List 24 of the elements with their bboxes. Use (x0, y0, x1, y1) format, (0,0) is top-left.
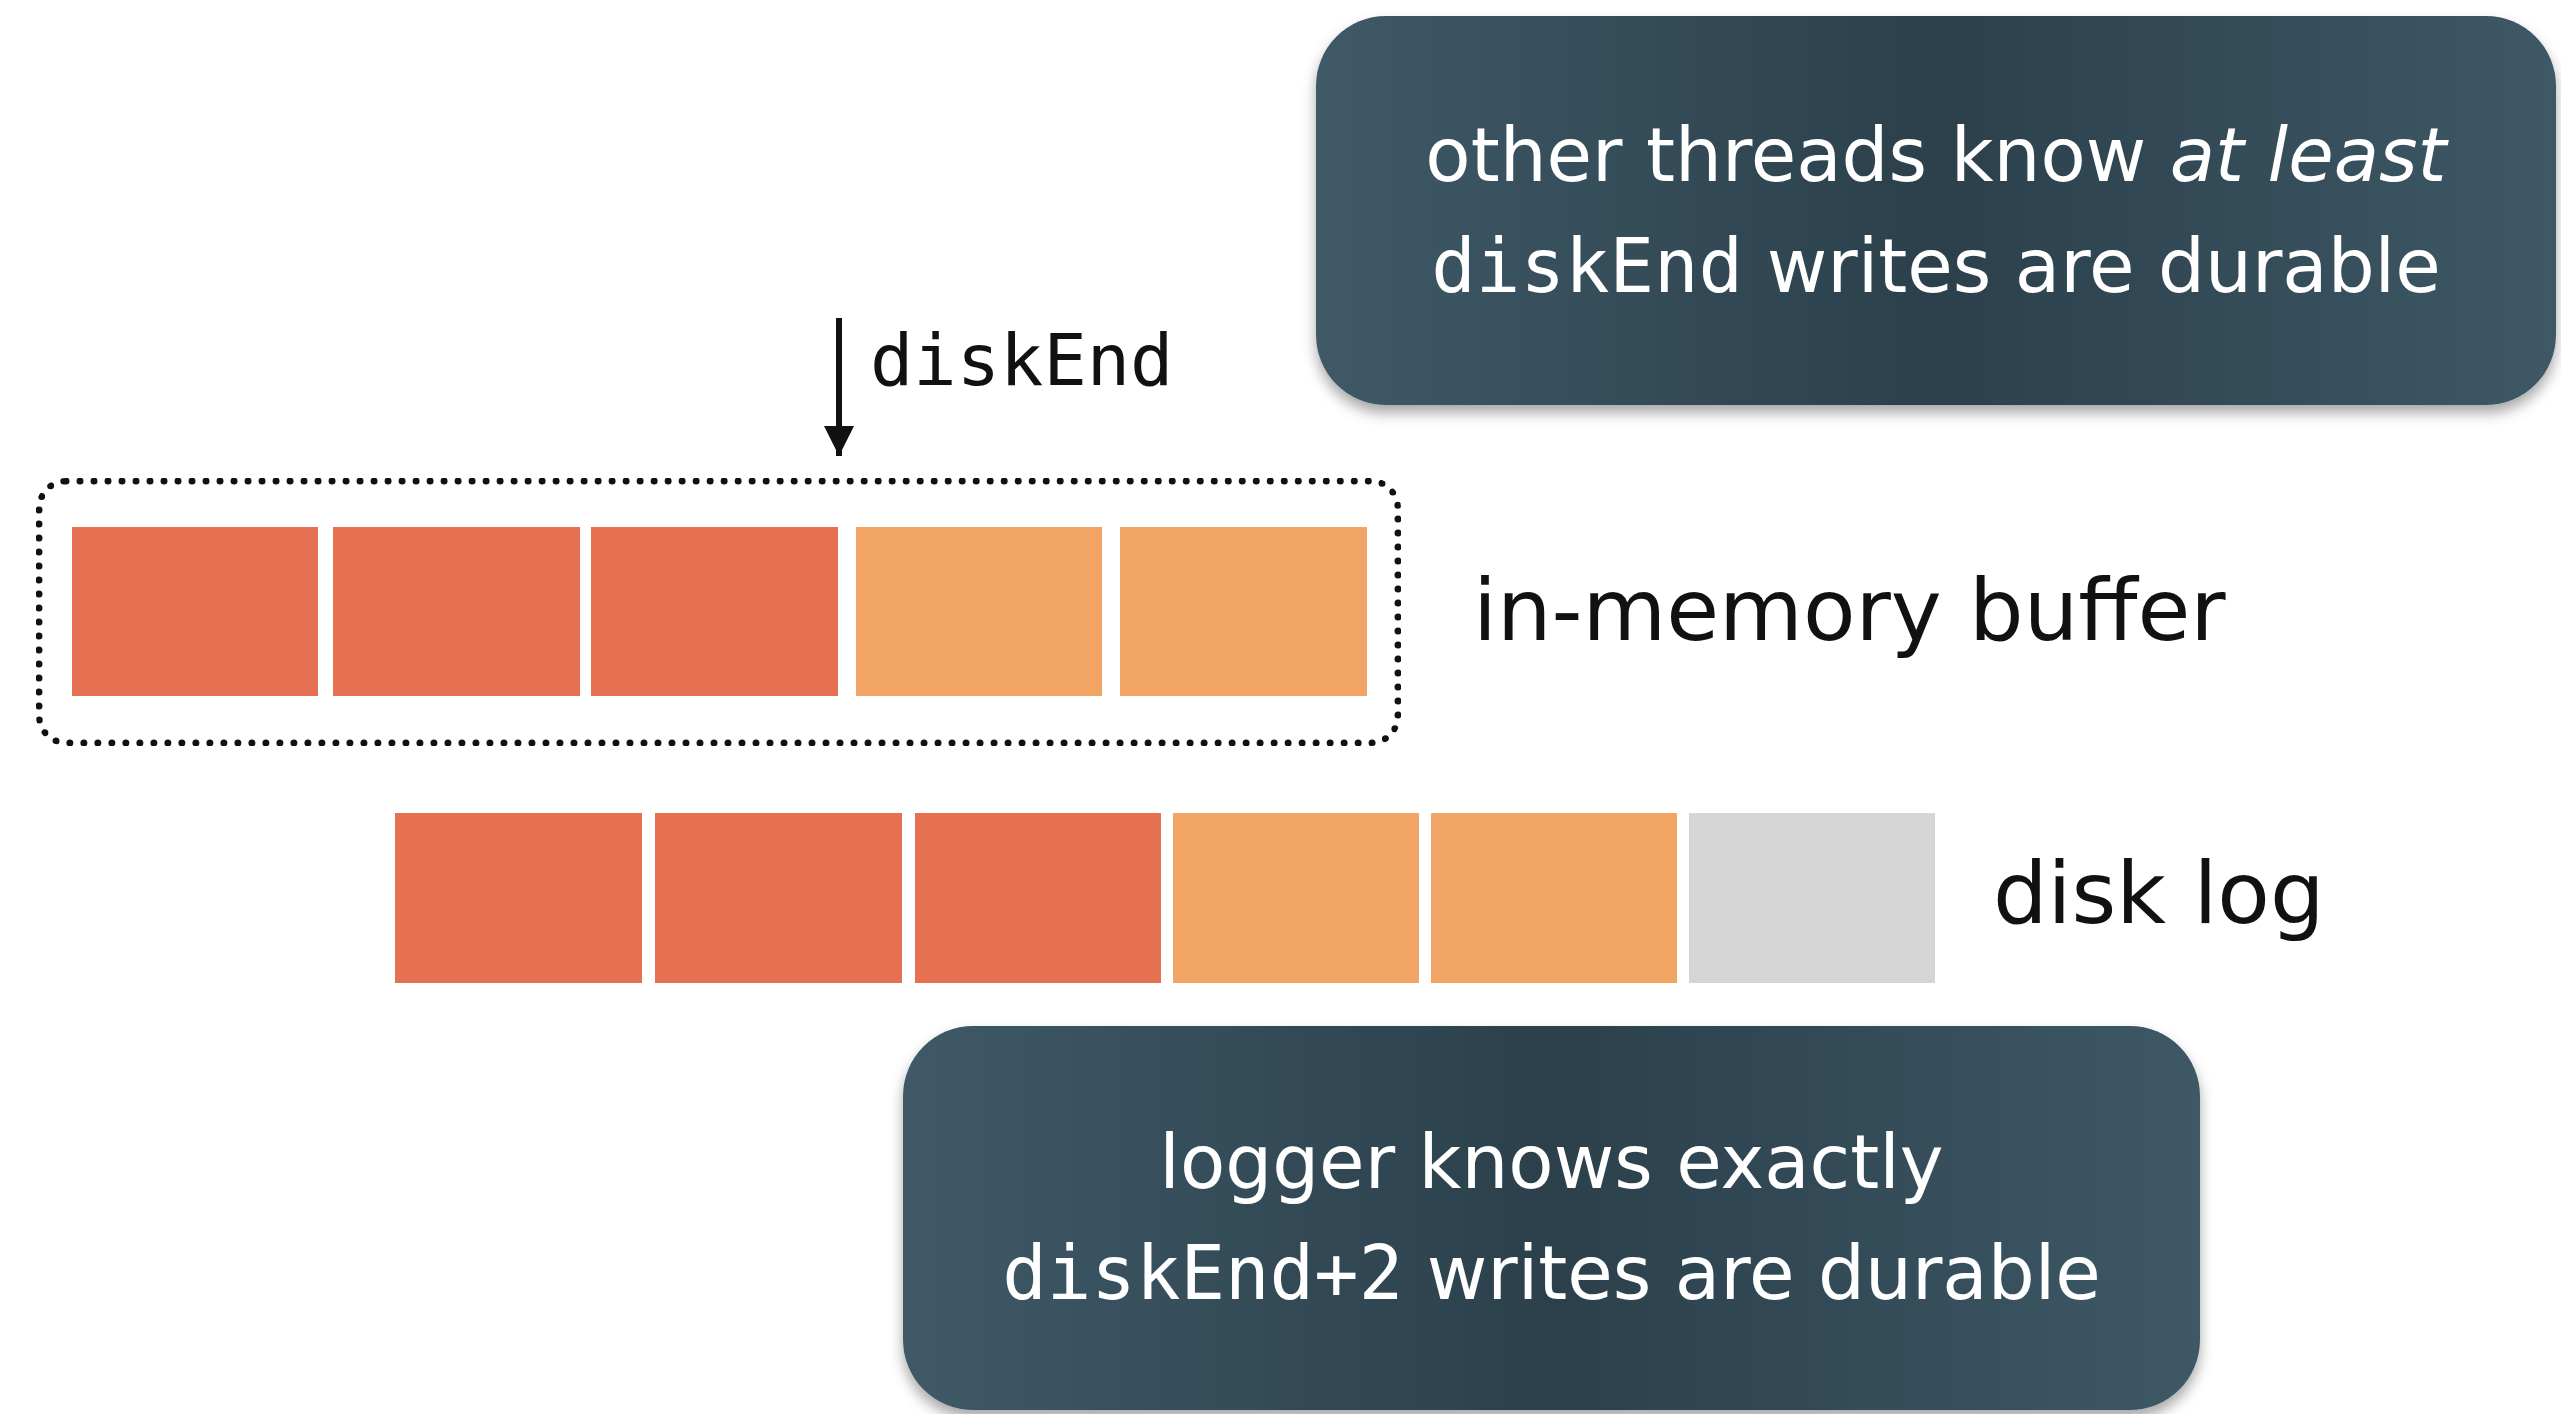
callout-box (903, 1026, 2200, 1410)
log-entry-block (915, 813, 1161, 983)
callout-text: logger knows exactly (1159, 1119, 1944, 1205)
log-entry-block (591, 527, 838, 696)
disk-log-label: disk log (1993, 843, 2325, 943)
log-entry-block (1431, 813, 1677, 983)
buffer-outline (36, 478, 1401, 746)
log-entry-block (655, 813, 902, 983)
log-entry-block (856, 527, 1102, 696)
buffer-label: in-memory buffer (1473, 560, 2226, 660)
code-text: diskEnd+2 (1002, 1230, 1404, 1316)
callout-box (1316, 16, 2556, 405)
callout-text: writes are durable (1766, 222, 2441, 309)
callout-text: writes are durable (1426, 1230, 2101, 1316)
callout-text: other threads know at least (1425, 111, 2447, 198)
pointer-label: diskEnd (870, 318, 1174, 402)
pointer-arrow (824, 318, 854, 456)
log-entry-block (72, 527, 318, 696)
log-entry-block (1120, 527, 1367, 696)
log-entry-block (1689, 813, 1935, 983)
code-text: diskEnd (1431, 222, 1744, 309)
log-entry-block (395, 813, 642, 983)
log-entry-block (1173, 813, 1419, 983)
log-entry-block (333, 527, 580, 696)
